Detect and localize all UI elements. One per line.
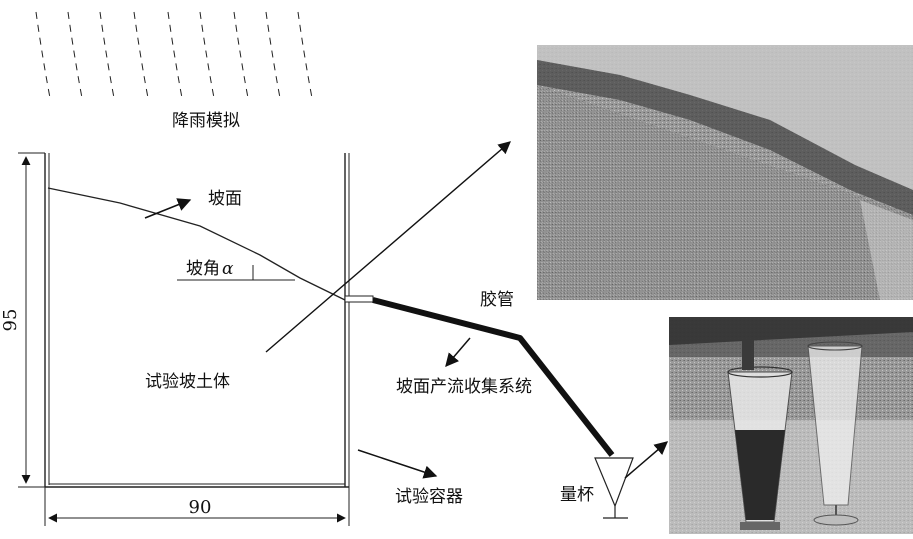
rain-lines (35, 11, 313, 99)
container-arrow (357, 449, 438, 479)
outlet-pipe (344, 295, 374, 303)
cup-photo-arrow (624, 441, 669, 479)
slope-angle-mark (177, 265, 295, 281)
measuring-cup (594, 457, 634, 519)
height-value: 95 (0, 309, 21, 332)
cup-label: 量杯 (560, 485, 594, 505)
width-dimension (44, 487, 350, 526)
slope-surface-label: 坡面 (208, 189, 242, 209)
container-label: 试验容器 (395, 487, 463, 507)
slope-surface-arrow (144, 198, 192, 219)
test-container (44, 153, 350, 488)
height-dimension (18, 152, 45, 488)
rain-simulation-label: 降雨模拟 (172, 111, 240, 131)
width-value: 90 (189, 497, 212, 518)
slope-surface-line (47, 187, 346, 301)
runoff-system-arrow (445, 337, 471, 368)
slope-surface-photo (537, 45, 913, 300)
photo-pointer-arrow (265, 141, 511, 353)
soil-body-label: 试验坡土体 (145, 372, 230, 392)
rubber-tube-label: 胶管 (480, 290, 514, 310)
measuring-cup-photo (669, 317, 913, 534)
slope-angle-label: 坡角 (186, 259, 220, 279)
runoff-system-label: 坡面产流收集系统 (396, 377, 532, 397)
alpha-symbol: α (222, 259, 234, 279)
rubber-tube (372, 297, 615, 457)
